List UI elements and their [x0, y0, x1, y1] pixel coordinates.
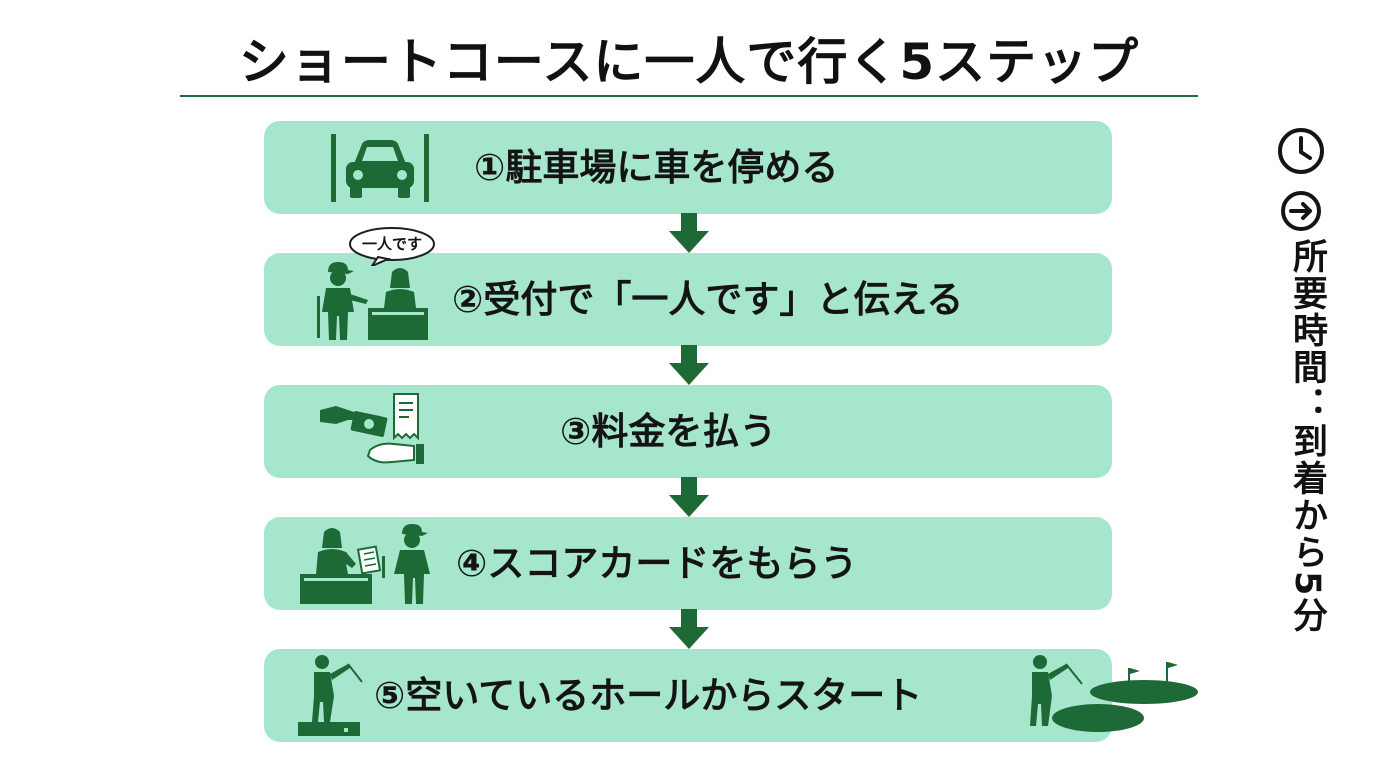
down-arrow-icon [669, 609, 709, 649]
step-5: ⑤空いているホールからスタート [264, 649, 1112, 742]
step-3-label: ③料金を払う [560, 410, 777, 453]
step-4-label: ④スコアカードをもらう [456, 542, 858, 585]
step-5-label: ⑤空いているホールからスタート [374, 674, 923, 717]
down-arrow-icon [669, 213, 709, 253]
step-1-label: ①駐車場に車を停める [474, 146, 839, 189]
car-parking-icon [331, 134, 429, 202]
duration-text: 所要時間：到着から5分 [1287, 238, 1327, 635]
scorecard-icon [300, 524, 430, 604]
down-arrow-icon [669, 345, 709, 385]
golfer-icon [298, 655, 363, 736]
reception-icon [317, 262, 428, 340]
page-title: ショートコースに一人で行く5ステップ [238, 33, 1140, 91]
down-arrow-icon [669, 477, 709, 517]
payment-icon [320, 393, 424, 464]
speech-bubble-text: 一人です [361, 235, 422, 253]
title-divider [180, 95, 1198, 97]
speech-bubble: 一人です [348, 226, 436, 266]
golf-course-icon [1030, 655, 1198, 732]
step-2-label: ②受付で「一人です」と伝える [452, 278, 964, 321]
arrow-right-circle-icon [1281, 191, 1321, 231]
clock-icon [1278, 128, 1324, 174]
